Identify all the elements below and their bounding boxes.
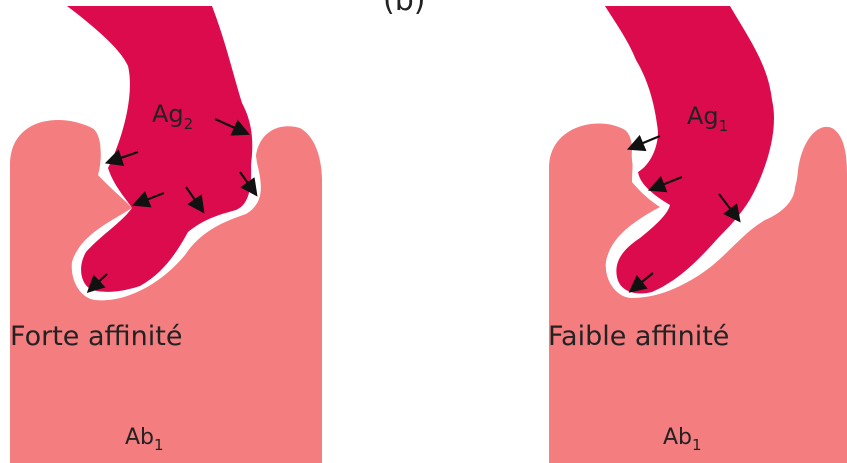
affinity-label-right: Faible affinité [548,321,729,352]
affinity-label-left: Forte affinité [10,321,182,352]
left-panel: Ag2 Forte affinité Ab1 [10,6,322,463]
right-panel: Ag1 Faible affinité Ab1 [548,6,847,463]
